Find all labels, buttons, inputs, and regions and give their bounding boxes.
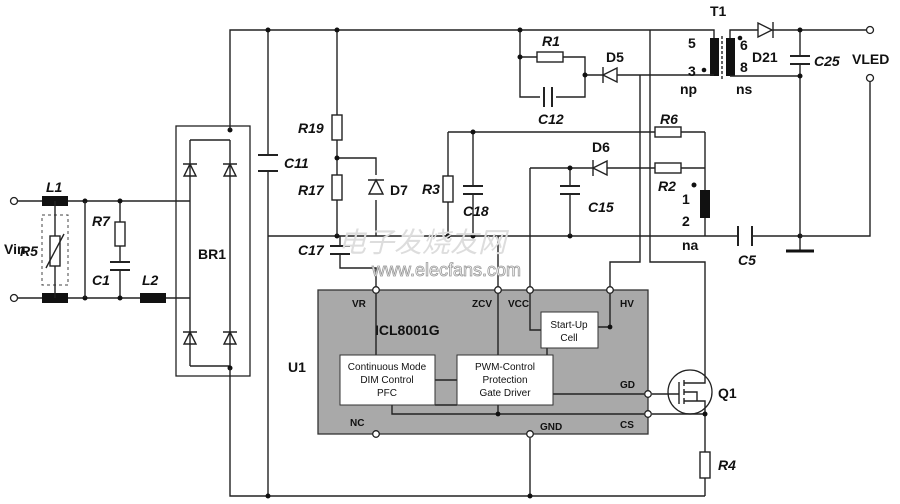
dim-line-1: Continuous Mode bbox=[348, 362, 427, 373]
label-vin: Vin bbox=[4, 241, 26, 257]
pin-nc: NC bbox=[350, 418, 364, 429]
label-ns: ns bbox=[736, 81, 753, 97]
r6-resistor bbox=[654, 126, 682, 138]
c5-capacitor bbox=[737, 226, 753, 246]
c15-capacitor bbox=[560, 185, 580, 195]
c11-capacitor bbox=[258, 154, 278, 172]
label-l1: L1 bbox=[46, 179, 63, 195]
pin-vcc: VCC bbox=[508, 299, 529, 310]
label-q1: Q1 bbox=[718, 385, 737, 401]
startup-line-2: Cell bbox=[560, 333, 577, 344]
label-r6: R6 bbox=[660, 111, 678, 127]
r2-resistor bbox=[654, 162, 682, 174]
label-br1: BR1 bbox=[198, 246, 226, 262]
input-section: L1 R5 R7 C1 L2 Vin bbox=[4, 179, 190, 303]
ns-winding bbox=[726, 38, 735, 76]
pin-1: 1 bbox=[682, 191, 690, 207]
r19-resistor bbox=[331, 114, 343, 141]
label-c11: C11 bbox=[284, 155, 309, 171]
r3-resistor bbox=[442, 175, 454, 203]
label-d7: D7 bbox=[390, 182, 408, 198]
l2-inductor bbox=[140, 293, 166, 303]
ic-name: ICL8001G bbox=[375, 322, 440, 338]
vin-terminal-bottom bbox=[9, 293, 19, 303]
pwm-control-block bbox=[456, 354, 554, 406]
ic-u1: ICL8001G U1 Continuous Mode DIM Control … bbox=[288, 286, 652, 438]
pin-3: 3 bbox=[688, 63, 696, 79]
label-vled: VLED bbox=[852, 51, 889, 67]
c18-capacitor bbox=[463, 185, 483, 195]
label-c15: C15 bbox=[588, 199, 614, 215]
vled-terminal-bottom bbox=[865, 73, 875, 83]
c25-capacitor bbox=[790, 55, 810, 65]
vin-terminal-top bbox=[9, 196, 19, 206]
r5-varistor bbox=[49, 235, 61, 267]
transformer-t1: T1 5 3 6 8 np ns bbox=[680, 3, 800, 97]
d5-diode bbox=[601, 66, 618, 84]
r17-resistor bbox=[331, 174, 343, 201]
pwm-line-3: Gate Driver bbox=[479, 388, 531, 399]
na-winding bbox=[700, 190, 710, 218]
d6-diode bbox=[591, 159, 608, 177]
dim-line-2: DIM Control bbox=[360, 375, 413, 386]
mosfet-q1: Q1 bbox=[652, 369, 737, 415]
label-r3: R3 bbox=[422, 181, 440, 197]
label-r17: R17 bbox=[298, 182, 325, 198]
pin-6: 6 bbox=[740, 37, 748, 53]
np-winding bbox=[710, 38, 719, 76]
label-r4: R4 bbox=[718, 457, 736, 473]
pin-cs: CS bbox=[620, 420, 634, 431]
label-t1: T1 bbox=[710, 3, 727, 19]
pin-8: 8 bbox=[740, 59, 748, 75]
label-d5: D5 bbox=[606, 49, 624, 65]
c1-capacitor bbox=[110, 261, 130, 271]
label-c5: C5 bbox=[738, 252, 756, 268]
pin-gnd: GND bbox=[540, 422, 562, 433]
watermark-url: www.elecfans.com bbox=[371, 260, 521, 280]
vled-terminal-top bbox=[865, 25, 875, 35]
label-u1: U1 bbox=[288, 359, 306, 375]
pin-2: 2 bbox=[682, 213, 690, 229]
label-l2: L2 bbox=[142, 272, 159, 288]
label-d21: D21 bbox=[752, 49, 778, 65]
pwm-line-1: PWM-Control bbox=[475, 362, 535, 373]
pin-zcv: ZCV bbox=[472, 299, 492, 310]
pwm-line-2: Protection bbox=[482, 375, 527, 386]
label-c12: C12 bbox=[538, 111, 564, 127]
c12-capacitor bbox=[543, 87, 553, 107]
label-r5: R5 bbox=[20, 243, 38, 259]
r7-resistor bbox=[114, 221, 126, 247]
label-c1: C1 bbox=[92, 272, 110, 288]
startup-line-1: Start-Up bbox=[550, 320, 588, 331]
pin-5: 5 bbox=[688, 35, 696, 51]
c17-capacitor bbox=[330, 245, 350, 255]
rails bbox=[229, 29, 705, 497]
label-c17: C17 bbox=[298, 242, 325, 258]
startup-cell-block bbox=[540, 311, 599, 349]
label-r2: R2 bbox=[658, 178, 676, 194]
pin-hv: HV bbox=[620, 299, 634, 310]
label-c25: C25 bbox=[814, 53, 840, 69]
label-r7: R7 bbox=[92, 213, 111, 229]
r1-resistor bbox=[536, 51, 564, 63]
r4-resistor bbox=[699, 451, 711, 479]
label-r1: R1 bbox=[542, 33, 560, 49]
label-c18: C18 bbox=[463, 203, 489, 219]
label-na: na bbox=[682, 237, 699, 253]
d21-diode bbox=[757, 21, 774, 39]
bridge-rectifier-br1: BR1 bbox=[175, 125, 251, 377]
label-np: np bbox=[680, 81, 697, 97]
dim-control-block bbox=[339, 354, 436, 406]
dim-line-3: PFC bbox=[377, 388, 397, 399]
label-r19: R19 bbox=[298, 120, 324, 136]
pin-gd: GD bbox=[620, 380, 635, 391]
label-d6: D6 bbox=[592, 139, 610, 155]
watermark-cn: 电子发烧友网 bbox=[338, 226, 510, 259]
d7-diode bbox=[367, 178, 385, 195]
pin-vr: VR bbox=[352, 299, 367, 310]
